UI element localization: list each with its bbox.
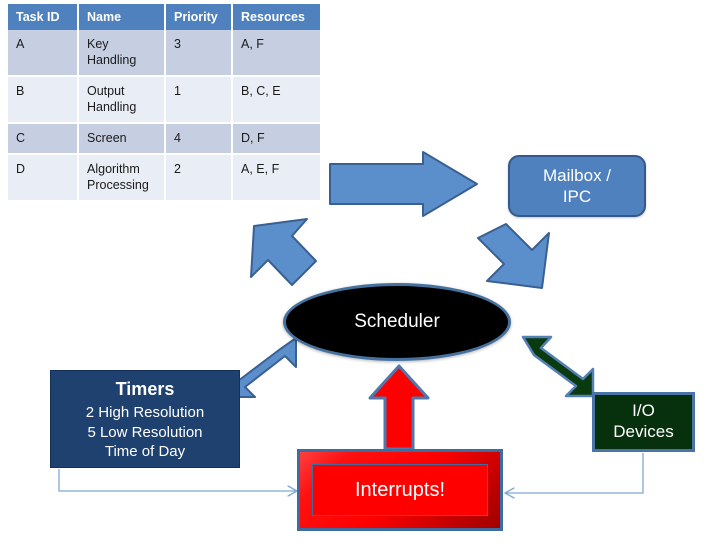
table-header-row: Task ID Name Priority Resources bbox=[8, 4, 320, 30]
right-block-arrow-icon bbox=[329, 151, 478, 217]
cell-priority: 1 bbox=[165, 76, 233, 124]
cell-resources: B, C, E bbox=[232, 76, 320, 124]
cell-task-id: B bbox=[8, 76, 79, 124]
cell-task-id: C bbox=[8, 123, 79, 155]
up-left-block-arrow-icon bbox=[250, 218, 317, 286]
green-double-headed-diagonal-arrow-icon bbox=[521, 335, 595, 398]
interrupts-bevel-inner bbox=[312, 464, 488, 516]
thin-connector-timers-to-interrupts-icon bbox=[58, 469, 298, 497]
timers-line-time-of-day: Time of Day bbox=[104, 443, 186, 461]
timers-line-high-resolution: 2 High Resolution bbox=[85, 404, 205, 422]
mailbox-ipc-node[interactable]: Mailbox / IPC bbox=[508, 155, 646, 217]
interrupts-label: Interrupts! bbox=[354, 478, 446, 501]
io-devices-node[interactable]: I/O Devices bbox=[592, 392, 695, 452]
cell-resources: A, E, F bbox=[232, 154, 320, 202]
cell-task-id: D bbox=[8, 154, 79, 202]
table-row: D Algorithm Processing 2 A, E, F bbox=[8, 154, 320, 202]
cell-name: Key Handling bbox=[78, 30, 166, 77]
timers-title: Timers bbox=[115, 379, 175, 399]
cell-task-id: A bbox=[8, 30, 79, 77]
cell-name: Output Handling bbox=[78, 76, 166, 124]
red-up-block-arrow-icon bbox=[368, 364, 430, 451]
task-table: Task ID Name Priority Resources A Key Ha… bbox=[8, 4, 320, 202]
cell-priority: 2 bbox=[165, 154, 233, 202]
down-left-block-arrow-icon bbox=[477, 223, 550, 289]
column-header-task-id: Task ID bbox=[8, 4, 79, 30]
io-label-line2: Devices bbox=[613, 422, 674, 441]
mailbox-label-line1: Mailbox / bbox=[542, 165, 612, 185]
table-row: A Key Handling 3 A, F bbox=[8, 30, 320, 77]
cell-resources: A, F bbox=[232, 30, 320, 77]
scheduler-label: Scheduler bbox=[354, 311, 440, 332]
column-header-name: Name bbox=[78, 4, 166, 30]
cell-name: Algorithm Processing bbox=[78, 154, 166, 202]
cell-priority: 4 bbox=[165, 123, 233, 155]
cell-priority: 3 bbox=[165, 30, 233, 77]
table-row: C Screen 4 D, F bbox=[8, 123, 320, 155]
cell-resources: D, F bbox=[232, 123, 320, 155]
column-header-priority: Priority bbox=[165, 4, 233, 30]
thin-connector-io-to-interrupts-icon bbox=[504, 453, 644, 499]
column-header-resources: Resources bbox=[232, 4, 320, 30]
timers-node[interactable]: Timers 2 High Resolution 5 Low Resolutio… bbox=[50, 370, 240, 468]
io-label-line1: I/O bbox=[632, 401, 655, 421]
table-row: B Output Handling 1 B, C, E bbox=[8, 76, 320, 124]
cell-name: Screen bbox=[78, 123, 166, 155]
interrupts-node[interactable]: Interrupts! bbox=[297, 449, 503, 531]
scheduler-node[interactable]: Scheduler bbox=[283, 283, 511, 361]
mailbox-label-line2: IPC bbox=[562, 187, 592, 206]
timers-line-low-resolution: 5 Low Resolution bbox=[87, 423, 203, 441]
